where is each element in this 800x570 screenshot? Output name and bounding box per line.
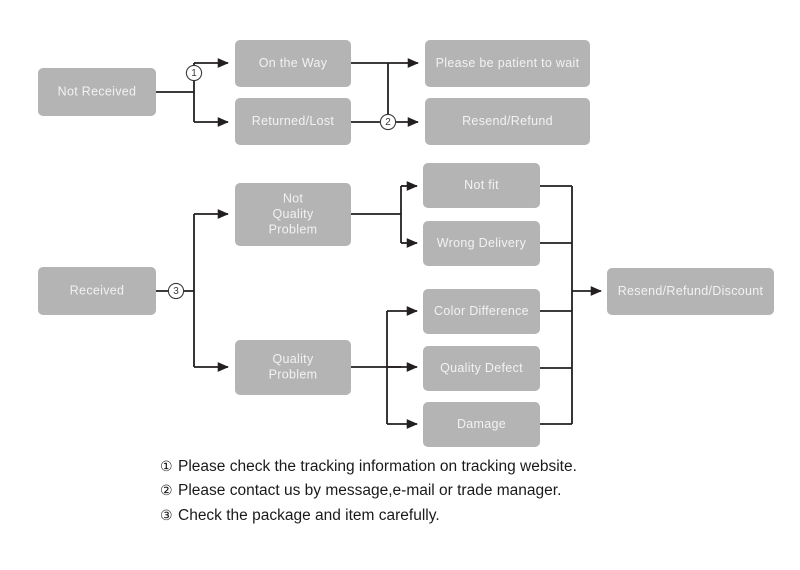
node-on-the-way[interactable]: On the Way <box>235 40 351 87</box>
node-label-not-quality: Quality <box>272 207 313 221</box>
note-item: ① Please check the tracking information … <box>160 455 760 479</box>
node-box-resend-refund-disc[interactable] <box>607 268 774 315</box>
marker-3-circle <box>167 282 185 300</box>
marker-2-number: 2 <box>385 117 391 128</box>
node-box-not-fit[interactable] <box>423 163 540 208</box>
marker-2: 2 <box>379 113 397 131</box>
node-resend-refund-disc[interactable]: Resend/Refund/Discount <box>607 268 774 315</box>
node-box-not-quality[interactable] <box>235 183 351 246</box>
node-be-patient[interactable]: Please be patient to wait <box>425 40 590 87</box>
marker-3-number: 3 <box>173 286 179 297</box>
node-label-not-fit: Not fit <box>464 178 499 192</box>
note-item: ③ Check the package and item carefully. <box>160 504 760 528</box>
node-resend-refund[interactable]: Resend/Refund <box>425 98 590 145</box>
node-label-wrong-delivery: Wrong Delivery <box>437 236 527 250</box>
node-label-returned-lost: Returned/Lost <box>252 114 335 128</box>
node-box-damage[interactable] <box>423 402 540 447</box>
node-quality-defect[interactable]: Quality Defect <box>423 346 540 391</box>
node-label-not-received: Not Received <box>58 84 137 98</box>
node-not-fit[interactable]: Not fit <box>423 163 540 208</box>
node-label-resend-refund: Resend/Refund <box>462 114 553 128</box>
node-label-received: Received <box>70 283 125 297</box>
node-box-quality-problem[interactable] <box>235 340 351 395</box>
node-returned-lost[interactable]: Returned/Lost <box>235 98 351 145</box>
node-box-quality-defect[interactable] <box>423 346 540 391</box>
node-label-quality-problem: Problem <box>269 368 318 382</box>
connectors-layer <box>156 58 602 429</box>
markers-layer: 1 2 3 <box>167 64 397 300</box>
node-label-damage: Damage <box>457 417 506 431</box>
node-label-be-patient: Please be patient to wait <box>436 56 580 70</box>
node-label-quality-problem: Quality <box>272 352 313 366</box>
node-box-not-received[interactable] <box>38 68 156 116</box>
note-item: ② Please contact us by message,e-mail or… <box>160 479 760 503</box>
node-wrong-delivery[interactable]: Wrong Delivery <box>423 221 540 266</box>
node-box-returned-lost[interactable] <box>235 98 351 145</box>
node-not-received[interactable]: Not Received <box>38 68 156 116</box>
node-box-resend-refund[interactable] <box>425 98 590 145</box>
node-box-color-difference[interactable] <box>423 289 540 334</box>
node-received[interactable]: Received <box>38 267 156 315</box>
node-label-not-quality: Not <box>283 191 304 205</box>
note-marker-3: ③ <box>160 506 173 523</box>
node-label-color-difference: Color Difference <box>434 304 529 318</box>
node-label-resend-refund-disc: Resend/Refund/Discount <box>618 284 764 298</box>
note-text-3: Check the package and item carefully. <box>178 506 440 524</box>
node-box-received[interactable] <box>38 267 156 315</box>
marker-3: 3 <box>167 282 185 300</box>
marker-1-number: 1 <box>191 68 197 79</box>
node-label-on-the-way: On the Way <box>259 56 328 70</box>
marker-1: 1 <box>185 64 203 82</box>
marker-1-circle <box>185 64 203 82</box>
legend-notes: ① Please check the tracking information … <box>160 455 760 528</box>
node-damage[interactable]: Damage <box>423 402 540 447</box>
node-box-wrong-delivery[interactable] <box>423 221 540 266</box>
node-color-difference[interactable]: Color Difference <box>423 289 540 334</box>
marker-2-circle <box>379 113 397 131</box>
note-text-2: Please contact us by message,e-mail or t… <box>178 482 562 500</box>
note-marker-2: ② <box>160 482 173 499</box>
note-marker-1: ① <box>160 458 173 474</box>
node-box-on-the-way[interactable] <box>235 40 351 87</box>
node-label-not-quality: Problem <box>269 222 318 236</box>
note-text-1: Please check the tracking information on… <box>178 458 577 475</box>
node-box-be-patient[interactable] <box>425 40 590 87</box>
node-label-quality-defect: Quality Defect <box>440 361 523 375</box>
